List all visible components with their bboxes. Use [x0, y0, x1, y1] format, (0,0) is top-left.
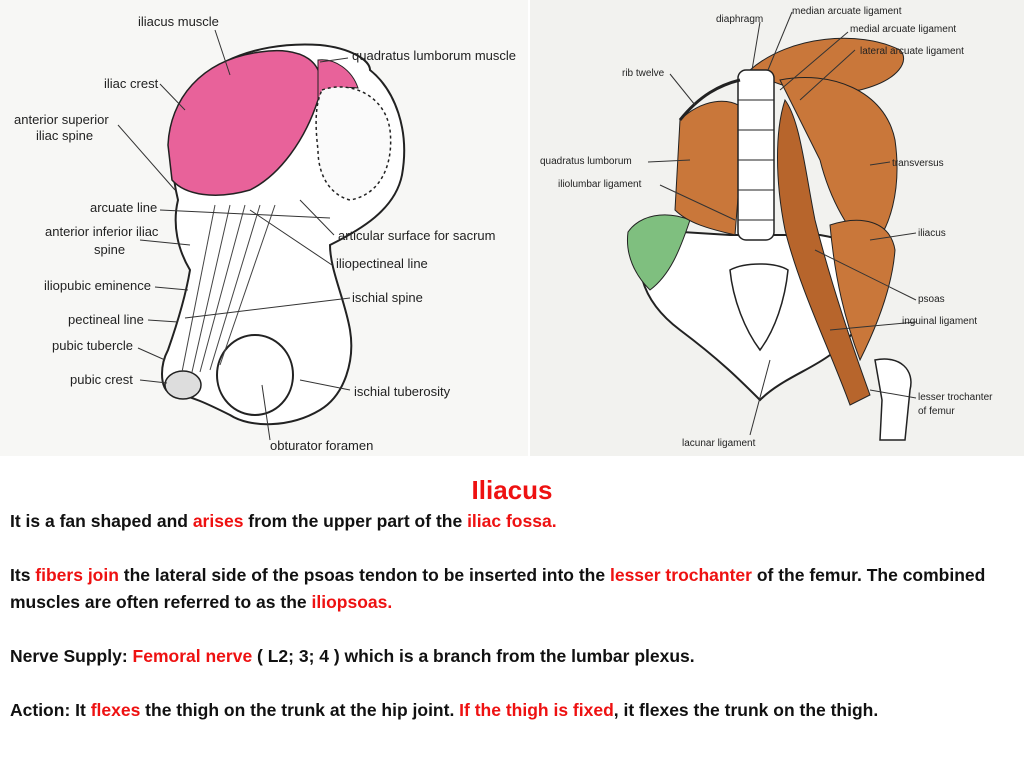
rib-twelve-shape	[678, 78, 741, 121]
label-medial-arcuate: medial arcuate ligament	[850, 24, 956, 35]
p4-c: the thigh on the trunk at the hip joint.	[140, 700, 460, 720]
label-iliopubic-eminence: iliopubic eminence	[44, 278, 151, 293]
hip-bone-svg: iliacus muscle iliac crest anterior supe…	[14, 14, 516, 453]
label-transversus: transversus	[892, 158, 944, 169]
right-transversus-muscle	[779, 77, 898, 251]
label-ischial-spine: ischial spine	[352, 290, 423, 305]
label-obturator-foramen: obturator foramen	[270, 438, 373, 453]
paragraph-insertion: Its fibers join the lateral side of the …	[10, 562, 1014, 616]
right-leader-lines	[647, 11, 917, 436]
p1-b: arises	[192, 511, 244, 531]
label-diaphragm: diaphragm	[716, 14, 763, 25]
p2-c: the lateral side of the psoas tendon to …	[118, 565, 610, 585]
p1-a: It is a fan shaped and	[10, 511, 193, 531]
lumbar-spine	[737, 69, 775, 241]
p3-c: ( L2; 3; 4 ) which is a branch from the …	[252, 646, 695, 666]
label-lesser-trochanter-2: of femur	[918, 406, 955, 417]
label-pectineal-line: pectineal line	[68, 312, 144, 327]
label-iliac-crest: iliac crest	[104, 76, 159, 91]
iliacus-muscle-right	[829, 219, 896, 362]
left-iliac-fascia	[626, 214, 691, 291]
label-pubic-crest: pubic crest	[70, 372, 133, 387]
label-aiis-2: spine	[94, 242, 125, 257]
p4-e: , it flexes the trunk on the thigh.	[613, 700, 879, 720]
label-median-arcuate: median arcuate ligament	[792, 6, 902, 17]
label-asis-1: anterior superior	[14, 112, 109, 127]
paragraph-origin: It is a fan shaped and arises from the u…	[10, 508, 1014, 535]
pubic-body-shape	[164, 370, 202, 400]
p3-b: Femoral nerve	[132, 646, 253, 666]
label-lateral-arcuate: lateral arcuate ligament	[860, 46, 964, 57]
label-lesser-trochanter-1: lesser trochanter	[918, 392, 993, 403]
slide-title: Iliacus	[471, 475, 553, 505]
p4-d: If the thigh is fixed	[459, 700, 614, 720]
p2-e: of the femur. The combined muscles are o…	[10, 565, 986, 612]
label-pubic-tubercle: pubic tubercle	[52, 338, 133, 353]
label-iliolumbar: iliolumbar ligament	[558, 179, 642, 190]
label-quadratus-lumborum: quadratus lumborum muscle	[352, 48, 516, 63]
hip-bone-diagram: iliacus muscle iliac crest anterior supe…	[0, 0, 528, 456]
p4-a: Action: It	[10, 700, 91, 720]
p2-b: fibers join	[35, 565, 119, 585]
label-asis-2: iliac spine	[36, 128, 93, 143]
label-ischial-tuberosity: ischial tuberosity	[354, 384, 451, 399]
spacer	[0, 670, 1024, 697]
vertebra-lines	[738, 99, 774, 221]
label-inguinal: inguinal ligament	[902, 316, 977, 327]
obturator-foramen-shape	[216, 334, 294, 416]
spacer	[0, 616, 1024, 643]
p2-a: Its	[10, 565, 36, 585]
sacrum-shape	[729, 263, 789, 352]
p2-d: lesser trochanter	[609, 565, 752, 585]
label-quadratus-lumborum: quadratus lumborum	[540, 156, 632, 167]
articular-surface-area	[315, 86, 392, 201]
spacer	[0, 535, 1024, 562]
p2-f: iliopsoas.	[311, 592, 393, 612]
p1-c: from the upper part of the	[243, 511, 468, 531]
iliopectineal-fibres	[181, 204, 276, 373]
slide-text-block: Iliacus It is a fan shaped and arises fr…	[0, 470, 1024, 724]
abdominal-wall-svg: diaphragm median arcuate ligament medial…	[540, 6, 993, 449]
femur-shape	[874, 358, 912, 441]
label-iliopectineal-line: iliopectineal line	[336, 256, 428, 271]
paragraph-nerve-supply: Nerve Supply: Femoral nerve ( L2; 3; 4 )…	[10, 643, 1014, 670]
label-aiis-1: anterior inferior iliac	[45, 224, 159, 239]
p4-b: flexes	[90, 700, 141, 720]
label-iliacus-muscle: iliacus muscle	[138, 14, 219, 29]
label-lacunar: lacunar ligament	[682, 438, 756, 449]
p3-a: Nerve Supply:	[10, 646, 133, 666]
paragraph-action: Action: It flexes the thigh on the trunk…	[10, 697, 1014, 724]
label-iliacus: iliacus	[918, 228, 946, 239]
p1-d: iliac fossa.	[467, 511, 557, 531]
label-rib-twelve: rib twelve	[622, 68, 665, 79]
left-quadratus-muscle	[674, 100, 746, 236]
label-articular-surface: articular surface for sacrum	[338, 228, 496, 243]
posterior-abdominal-wall-diagram: diaphragm median arcuate ligament medial…	[530, 0, 1024, 456]
left-leader-lines	[117, 29, 351, 441]
label-arcuate-line: arcuate line	[90, 200, 157, 215]
label-psoas: psoas	[918, 294, 945, 305]
